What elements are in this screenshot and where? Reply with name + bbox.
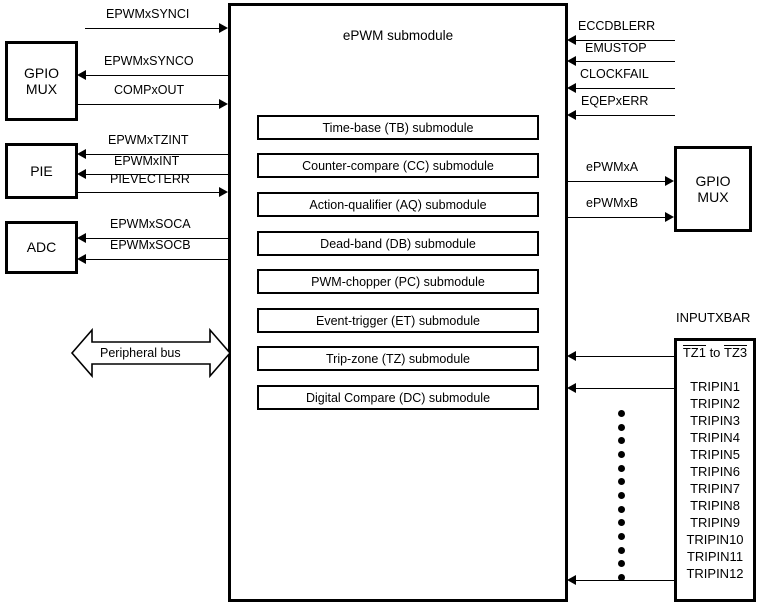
gpio-mux-left-box: GPIO MUX [5,41,78,121]
signal-label-epwmxa: ePWMxA [586,160,639,174]
signal-line-compxout [78,104,222,105]
signal-line-pievecterr [78,192,222,193]
inputxbar-tz-range: TZ1 to TZ3 [676,345,754,360]
ellipsis-dot [618,492,625,499]
arrow-epwmxsynci [219,23,228,33]
arrow-epwmxint [77,169,86,179]
arrow-epwmxsynco [77,70,86,80]
arrow-tripin-bottom [567,575,576,585]
adc-box: ADC [5,221,78,274]
submodule-event-trigger: Event-trigger (ET) submodule [257,308,539,333]
submodule-action-qualifier: Action-qualifier (AQ) submodule [257,192,539,217]
ellipsis-dot [618,560,625,568]
submodule-dead-band: Dead-band (DB) submodule [257,231,539,256]
epwm-submodule-box: ePWM submodule [228,3,568,602]
arrow-epwmxtzint [77,149,86,159]
submodule-pwm-chopper: PWM-chopper (PC) submodule [257,269,539,294]
arrow-tz [567,351,576,361]
inputxbar-tripin1: TRIPIN1 [690,379,740,394]
inputxbar-tripin10: TRIPIN10 [686,532,744,547]
ellipsis-dot [618,546,625,554]
signal-label-pievecterr: PIEVECTERR [110,172,190,186]
inputxbar-tripin6: TRIPIN6 [690,464,740,479]
signal-label-epwmxsynci: EPWMxSYNCI [106,7,190,21]
inputxbar-tripin11: TRIPIN11 [686,549,744,564]
signal-label-epwmxsynco: EPWMxSYNCO [104,54,194,68]
signal-line-epwmxsoca [86,238,228,239]
arrow-pievecterr [219,187,228,197]
arrow-epwmxsoca [77,233,86,243]
ellipsis-dot [618,410,625,417]
inputxbar-tripin3: TRIPIN3 [690,413,740,428]
epwm-submodule-title: ePWM submodule [342,28,454,43]
signal-line-clockfail [576,88,675,89]
submodule-trip-zone: Trip-zone (TZ) submodule [257,346,539,371]
signal-line-eqepxerr [576,115,675,116]
signal-label-emustop: EMUSTOP [585,41,647,55]
arrow-clockfail [567,83,576,93]
inputxbar-tripin5: TRIPIN5 [690,447,740,462]
arrow-tripin-top [567,383,576,393]
signal-line-epwmxint [86,174,228,175]
ellipsis-dot [618,437,625,445]
signal-line-tripin-top [576,388,674,389]
arrow-eqepxerr [567,110,576,120]
signal-label-epwmxsocb: EPWMxSOCB [110,238,191,252]
signal-line-tz [576,356,674,357]
submodule-counter-compare: Counter-compare (CC) submodule [257,153,539,178]
gpio-mux-right-box: GPIO MUX [674,146,752,232]
signal-line-epwmxsocb [86,259,228,260]
peripheral-bus-label: Peripheral bus [100,346,181,360]
submodule-time-base: Time-base (TB) submodule [257,115,539,140]
inputxbar-tripin7: TRIPIN7 [690,481,740,496]
signal-line-epwmxa [568,181,668,182]
signal-label-compxout: COMPxOUT [114,83,185,97]
submodule-digital-compare: Digital Compare (DC) submodule [257,385,539,410]
signal-label-epwmxint: EPWMxINT [114,154,180,168]
tz1-label: TZ1 [682,345,706,360]
tz3-label: TZ3 [724,345,748,360]
arrow-epwmxsocb [77,254,86,264]
peripheral-bus-arrow [70,327,232,379]
signal-line-emustop [576,61,675,62]
signal-label-eqepxerr: EQEPxERR [581,94,649,108]
ellipsis-dot [618,574,625,581]
inputxbar-box [674,338,756,602]
signal-line-epwmxsynci [85,28,222,29]
signal-line-epwmxtzint [86,154,228,155]
inputxbar-tripin2: TRIPIN2 [690,396,740,411]
signal-label-epwmxtzint: EPWMxTZINT [108,133,189,147]
arrow-epwmxa [665,176,674,186]
ellipsis-dot [618,533,625,540]
signal-line-epwmxsynco [86,75,228,76]
pie-box: PIE [5,143,78,199]
inputxbar-tripin8: TRIPIN8 [690,498,740,513]
arrow-emustop [567,56,576,66]
ellipsis-dot [618,478,625,486]
tz-range-middle: to [705,345,725,360]
inputxbar-tripin12: TRIPIN12 [686,566,744,581]
arrow-compxout [219,99,228,109]
signal-label-clockfail: CLOCKFAIL [580,67,649,81]
signal-label-epwmxb: ePWMxB [586,196,639,210]
inputxbar-tripin4: TRIPIN4 [690,430,740,445]
signal-line-eccdblerr [576,40,675,41]
ellipsis-dot [618,464,625,472]
signal-label-epwmxsoca: EPWMxSOCA [110,217,191,231]
inputxbar-tripin9: TRIPIN9 [690,515,740,530]
inputxbar-title: INPUTXBAR [676,310,751,325]
arrow-eccdblerr [567,35,576,45]
ellipsis-dot [618,519,625,527]
arrow-epwmxb [665,212,674,222]
ellipsis-dot [618,505,625,513]
signal-label-eccdblerr: ECCDBLERR [578,19,656,33]
ellipsis-dot [618,423,625,431]
signal-line-tripin-bottom [576,580,674,581]
ellipsis-dot [618,451,625,458]
signal-line-epwmxb [568,217,668,218]
